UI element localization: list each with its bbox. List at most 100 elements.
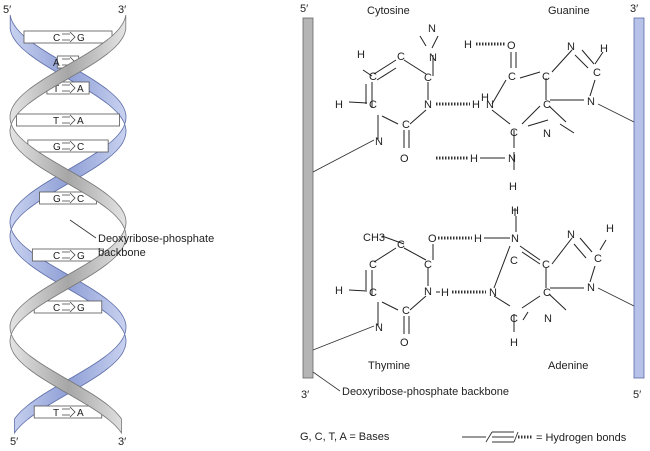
strand-front [9, 14, 127, 435]
atom-label: N [375, 136, 383, 148]
right-strand-bar [633, 17, 645, 379]
base-letter-left: A [53, 58, 60, 69]
atom-label: N [567, 229, 575, 241]
helix-top-right-end: 3′ [118, 4, 126, 16]
atom-label: C [369, 99, 377, 111]
cytosine-atoms: H C N N H C C N N C O C [335, 23, 437, 165]
atom-label: H [510, 337, 518, 349]
guanine-label: Guanine [548, 5, 590, 17]
atom-label: N [428, 23, 436, 35]
atom-label: C [593, 67, 601, 79]
base-letter-right: A [77, 408, 84, 419]
base-letter-left: T [53, 84, 59, 95]
right-strand-bottom-end: 5′ [633, 389, 641, 401]
atom-label: N [429, 52, 437, 64]
atom-label: C [369, 287, 377, 299]
left-strand-bar [302, 17, 314, 379]
double-helix: CGATTATAGCGCCGCGTA [9, 14, 127, 435]
atom-label: C [542, 259, 550, 271]
atom-label: C [543, 99, 551, 111]
hydrogen-bond-mark [62, 249, 76, 261]
guanine-atoms: O C C N C H N C N H C N N H [481, 40, 608, 193]
atom-label: H [600, 43, 608, 55]
atom-label: H [357, 49, 365, 61]
adenine-label: Adenine [548, 360, 588, 372]
helix-bottom-left-end: 5′ [10, 436, 18, 448]
base-letter-left: G [53, 142, 61, 153]
base-letter-left: T [53, 408, 59, 419]
atom-label: H [335, 99, 343, 111]
atom-label: C [397, 51, 405, 63]
adenine-atoms: H N C C N C H N C N C N H [489, 205, 614, 349]
atom-label: C [510, 127, 518, 139]
strand-gray-ribbon [9, 14, 127, 435]
thymine-atoms: CH3 C C O C H C N N C O [335, 232, 437, 349]
sugar-links [312, 103, 635, 351]
base-letter-right: C [77, 194, 84, 205]
atom-label: H [472, 99, 480, 111]
legend-bases: G, C, T, A = Bases [300, 431, 390, 443]
atom-label: N [567, 41, 575, 53]
atom-label: N [424, 99, 432, 111]
adenine-molecule [493, 208, 607, 332]
base-letter-right: A [77, 116, 84, 127]
atom-label: O [428, 233, 437, 245]
atom-label: N [587, 96, 595, 108]
atom-label: H [335, 285, 343, 297]
atom-label: C [369, 259, 377, 271]
helix-backbone-leader [69, 219, 97, 239]
atom-label: C [424, 259, 432, 271]
atom-label: O [507, 40, 516, 52]
atom-label: N [508, 153, 516, 165]
atom-label: C [508, 71, 516, 83]
atom-label: H [606, 223, 614, 235]
hydrogen-bond-mark [62, 301, 76, 313]
atom-label: H [464, 39, 472, 51]
atom-label: O [400, 337, 409, 349]
base-letter-left: G [53, 194, 61, 205]
base-pair-rungs: CGATTATAGCGCCGCGTA [16, 30, 120, 419]
right-strand-top-end: 3′ [630, 3, 638, 15]
atom-label: N [486, 99, 494, 111]
hydrogen-bonds-cg: H H H [436, 39, 505, 165]
left-strand-top-end: 5′ [300, 3, 308, 15]
atom-label: N [544, 313, 552, 325]
base-letter-right: A [77, 84, 84, 95]
structure-backbone-leader [312, 371, 341, 392]
atom-label: H [481, 92, 489, 104]
thymine-label: Thymine [368, 360, 410, 372]
thymine-molecule [348, 235, 434, 334]
base-letter-right: G [77, 33, 85, 44]
atom-label: H [474, 233, 482, 245]
hydrogen-bonds-ta: H H [436, 233, 510, 299]
structure-backbone-label: Deoxyribose-phosphate backbone [342, 386, 509, 398]
atom-label: C [402, 305, 410, 317]
methyl-group-label: CH3 [363, 232, 385, 244]
base-pair-rung [16, 113, 120, 127]
base-letter-right: G [77, 251, 85, 262]
atom-label: N [543, 128, 551, 140]
helix-top-left-end: 5′ [3, 4, 11, 16]
atom-label: C [369, 71, 377, 83]
atom-label: H [441, 287, 449, 299]
atom-label: C [543, 287, 551, 299]
cytosine-molecule [348, 35, 439, 148]
hydrogen-bond-mark [62, 406, 76, 418]
base-pair-rung [31, 248, 105, 262]
atom-label: C [594, 253, 602, 265]
atom-label: N [587, 282, 595, 294]
atom-label: C [397, 239, 405, 251]
atom-label: O [400, 153, 409, 165]
atom-label: C [542, 71, 550, 83]
helix-bottom-right-end: 3′ [118, 436, 126, 448]
base-letter-right: G [77, 303, 85, 314]
guanine-molecule [491, 49, 604, 170]
hydrogen-bond-mark [62, 31, 76, 43]
atom-label: C [424, 72, 432, 84]
atom-label: N [424, 286, 432, 298]
